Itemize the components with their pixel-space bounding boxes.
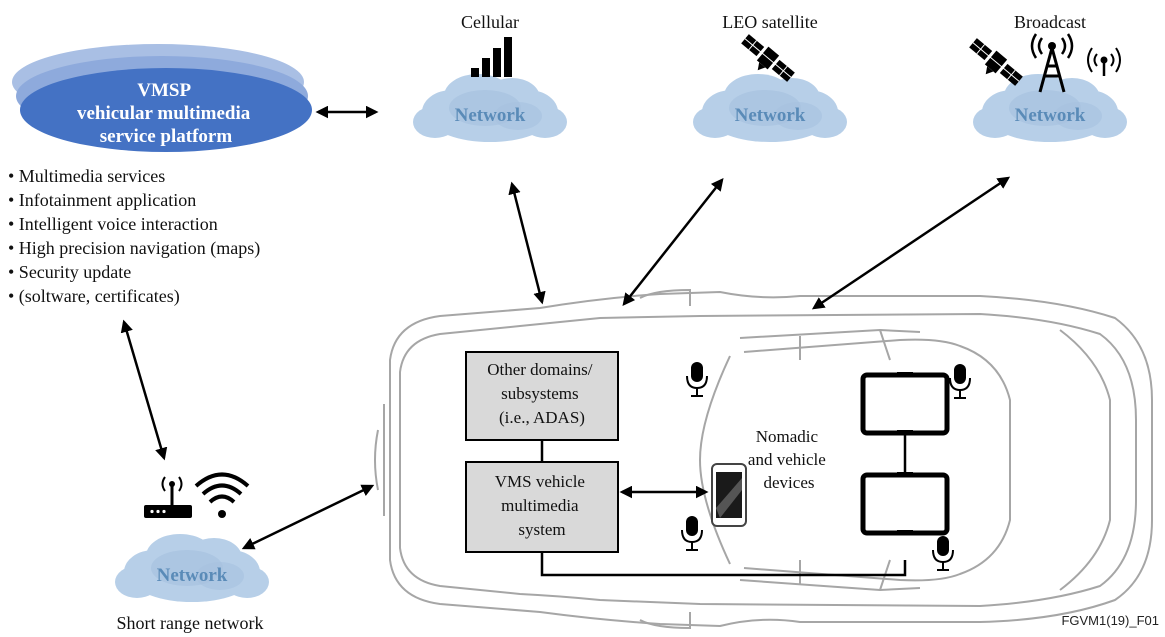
connection-arrows [120, 105, 1011, 550]
figure-id: FGVM1(19)_F01 [1061, 613, 1159, 628]
microphone-icon [686, 361, 708, 397]
tablet-icon [860, 472, 950, 536]
network-label: Network [455, 105, 526, 126]
arrow-leo-vehicle [622, 178, 724, 306]
radio-signal-icon [1087, 47, 1121, 76]
nomadic-devices-label: Nomadic and vehicle devices [748, 427, 830, 492]
microphone-icon [949, 363, 971, 399]
cellular-network: Network Cellular [413, 12, 567, 142]
service-list: • Multimedia services • Infotainment app… [8, 166, 260, 307]
network-label: Network [735, 105, 806, 126]
smartphone-icon [711, 463, 747, 527]
arrow-platform-shortrange [120, 319, 168, 461]
microphone-icon [932, 535, 954, 571]
vehicle-outline [374, 288, 1153, 630]
vehicle-bus-line [540, 552, 907, 577]
arrow-broadcast-vehicle [811, 176, 1011, 310]
vmsp-platform: VMSP vehicular multimedia service platfo… [12, 44, 312, 152]
broadcast-network: Network Broadcast [962, 12, 1127, 142]
network-caption: Cellular [461, 12, 519, 32]
vms-system-box: VMS vehicle multimedia system [465, 461, 619, 553]
short-range-network: Network Short range network [115, 472, 269, 633]
arrow-cellular-vehicle [508, 181, 546, 305]
network-caption: Broadcast [1014, 12, 1086, 32]
network-caption: LEO satellite [722, 12, 817, 32]
other-domains-box: Other domains/ subsystems (i.e., ADAS) [465, 351, 619, 441]
service-item: • Security update [8, 262, 131, 282]
service-item: • High precision navigation (maps) [8, 238, 260, 259]
signal-bars-icon [471, 37, 512, 77]
leo-satellite-network: Network LEO satellite [693, 12, 847, 142]
network-label: Network [1015, 105, 1086, 126]
service-item: • Multimedia services [8, 166, 165, 186]
microphone-icon [681, 515, 703, 551]
svg-text:VMS vehicle multimedia: VMS vehicle multimedia system [495, 472, 589, 539]
network-caption: Short range network [117, 613, 264, 633]
wifi-icon [194, 472, 250, 518]
service-item: • Intelligent voice interaction [8, 214, 218, 234]
vmsp-title: VMSP vehicular multimedia service platfo… [77, 80, 255, 147]
tablet-icon [860, 372, 950, 436]
router-icon [144, 476, 192, 518]
satellite-icon [962, 35, 1026, 95]
antenna-tower-icon [1030, 33, 1074, 93]
service-item: • (soltware, certificates) [8, 286, 180, 307]
network-label: Network [157, 565, 228, 586]
svg-text:Other domains/ subsystem: Other domains/ subsystems (i.e., ADAS) [487, 360, 597, 427]
arrow-shortrange-vehicle [241, 484, 375, 550]
service-item: • Infotainment application [8, 190, 196, 210]
